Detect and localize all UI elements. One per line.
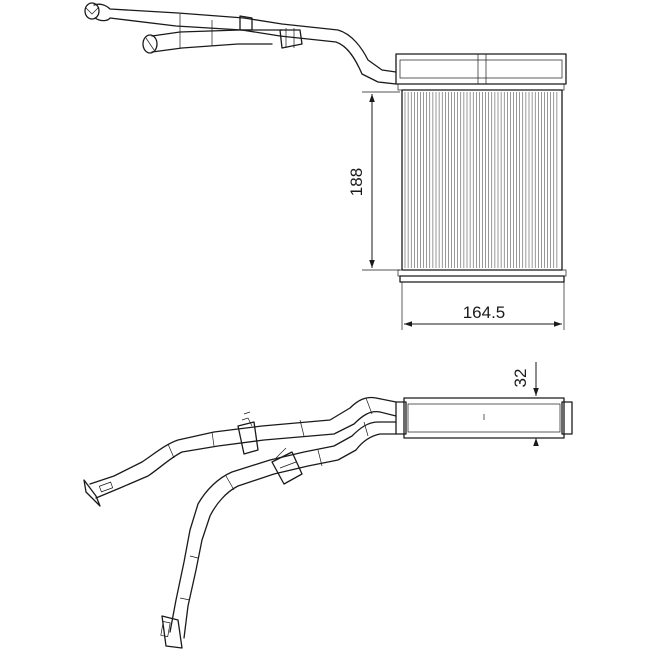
top-tank [395, 53, 567, 91]
top-view: 32 [83, 362, 573, 649]
front-view: 188 164.5 [84, 2, 567, 330]
height-label: 188 [347, 168, 366, 196]
core-fins [404, 92, 558, 268]
top-view-body [395, 397, 573, 439]
width-dimension: 164.5 [401, 282, 565, 330]
top-view-pipe-lower [160, 421, 397, 649]
width-label: 164.5 [463, 303, 506, 322]
height-dimension: 188 [347, 91, 400, 271]
core [397, 89, 567, 283]
front-pipes [84, 2, 397, 85]
depth-dimension: 32 [511, 362, 548, 446]
depth-label: 32 [511, 369, 530, 388]
top-view-pipe-upper [83, 396, 397, 507]
